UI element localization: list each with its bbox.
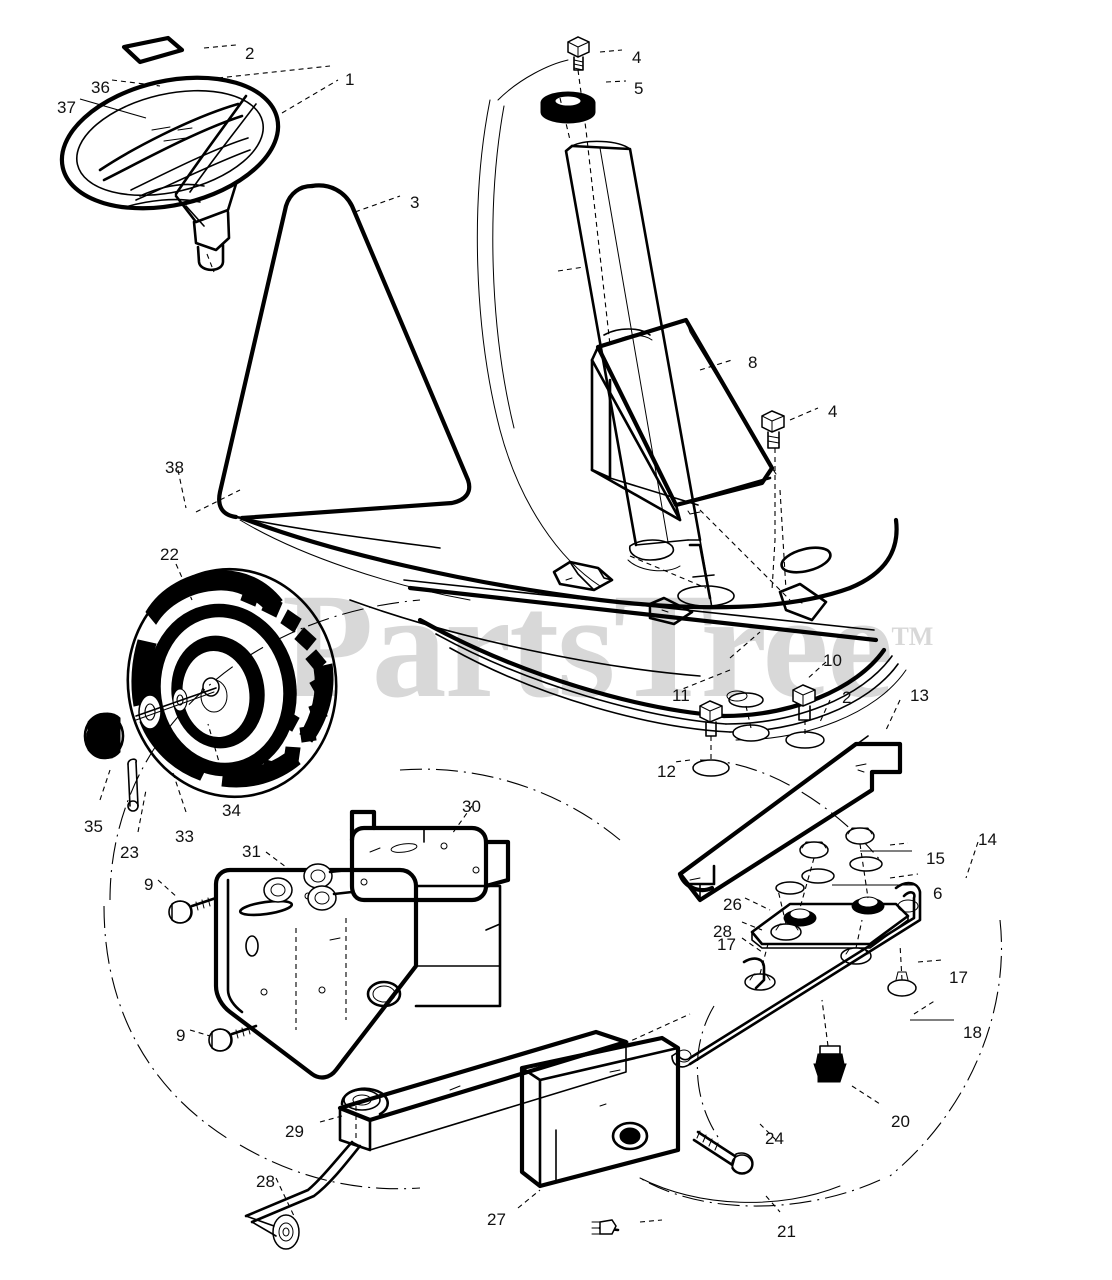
callout-24: 24 [765, 1129, 784, 1148]
callout-37: 37 [57, 98, 76, 117]
callout-22: 22 [160, 545, 179, 564]
callout-21: 21 [777, 1222, 796, 1241]
callout-17-right: 17 [949, 968, 968, 987]
callout-38: 38 [165, 458, 184, 477]
tie-rod-graphic [671, 841, 979, 1068]
callout-17-left: 17 [717, 935, 736, 954]
lower-hex-bolt-graphic [591, 1195, 781, 1235]
callout-11: 11 [672, 686, 690, 705]
callout-26: 26 [723, 895, 742, 914]
callout-6: 6 [933, 884, 943, 903]
callout-31: 31 [242, 842, 261, 861]
steering-shaft-graphic [497, 36, 735, 609]
callout-36: 36 [91, 78, 110, 97]
front-axle-bracket-graphic [157, 805, 511, 1080]
callout-5: 5 [634, 79, 644, 98]
callout-34: 34 [222, 801, 241, 820]
callout-28-lower: 28 [256, 1172, 275, 1191]
partstree-watermark: PartsTreeTM [282, 563, 934, 729]
callout-4-lower: 4 [828, 402, 838, 421]
callout-14: 14 [978, 830, 997, 849]
callout-18: 18 [963, 1023, 982, 1042]
front-wheel-graphic [83, 563, 338, 833]
callout-3: 3 [410, 193, 420, 212]
seat-graphic [217, 99, 601, 587]
callout-33: 33 [175, 827, 194, 846]
misc-leaders [177, 469, 761, 659]
channel-bracket-graphic [677, 735, 903, 903]
callout-1: 1 [345, 70, 355, 89]
callout-30: 30 [462, 797, 481, 816]
callout-9-lower: 9 [176, 1026, 186, 1045]
right-frame-detail [639, 1177, 841, 1203]
callout-15: 15 [926, 849, 945, 868]
callout-12-left: 12 [657, 762, 676, 781]
callout-4-upper: 4 [632, 48, 642, 67]
carriage-bolt-graphic [692, 1123, 777, 1175]
callout-9-upper: 9 [144, 875, 154, 894]
callout-27: 27 [487, 1210, 506, 1229]
deck-hardware-stack [674, 661, 901, 777]
steering-wheel-leaders [79, 44, 339, 273]
steering-wheel-graphic [59, 35, 281, 272]
callout-23: 23 [120, 843, 139, 862]
callout-35: 35 [84, 817, 103, 836]
callout-2: 2 [245, 44, 255, 63]
callout-8: 8 [748, 353, 758, 372]
deck-frame-graphic [239, 489, 907, 741]
callout-29: 29 [285, 1122, 304, 1141]
callout-2-bolt-set: 2 [842, 688, 852, 707]
callout-28-upper: 28 [713, 922, 732, 941]
lower-frame-graphic [244, 1013, 691, 1250]
callout-20: 20 [891, 1112, 910, 1131]
grease-fitting-graphic [813, 999, 881, 1105]
callout-10: 10 [823, 651, 842, 670]
steering-arm-plate-graphic [741, 827, 919, 997]
callout-13: 13 [910, 686, 929, 705]
steering-support-bracket-graphic [590, 317, 819, 591]
